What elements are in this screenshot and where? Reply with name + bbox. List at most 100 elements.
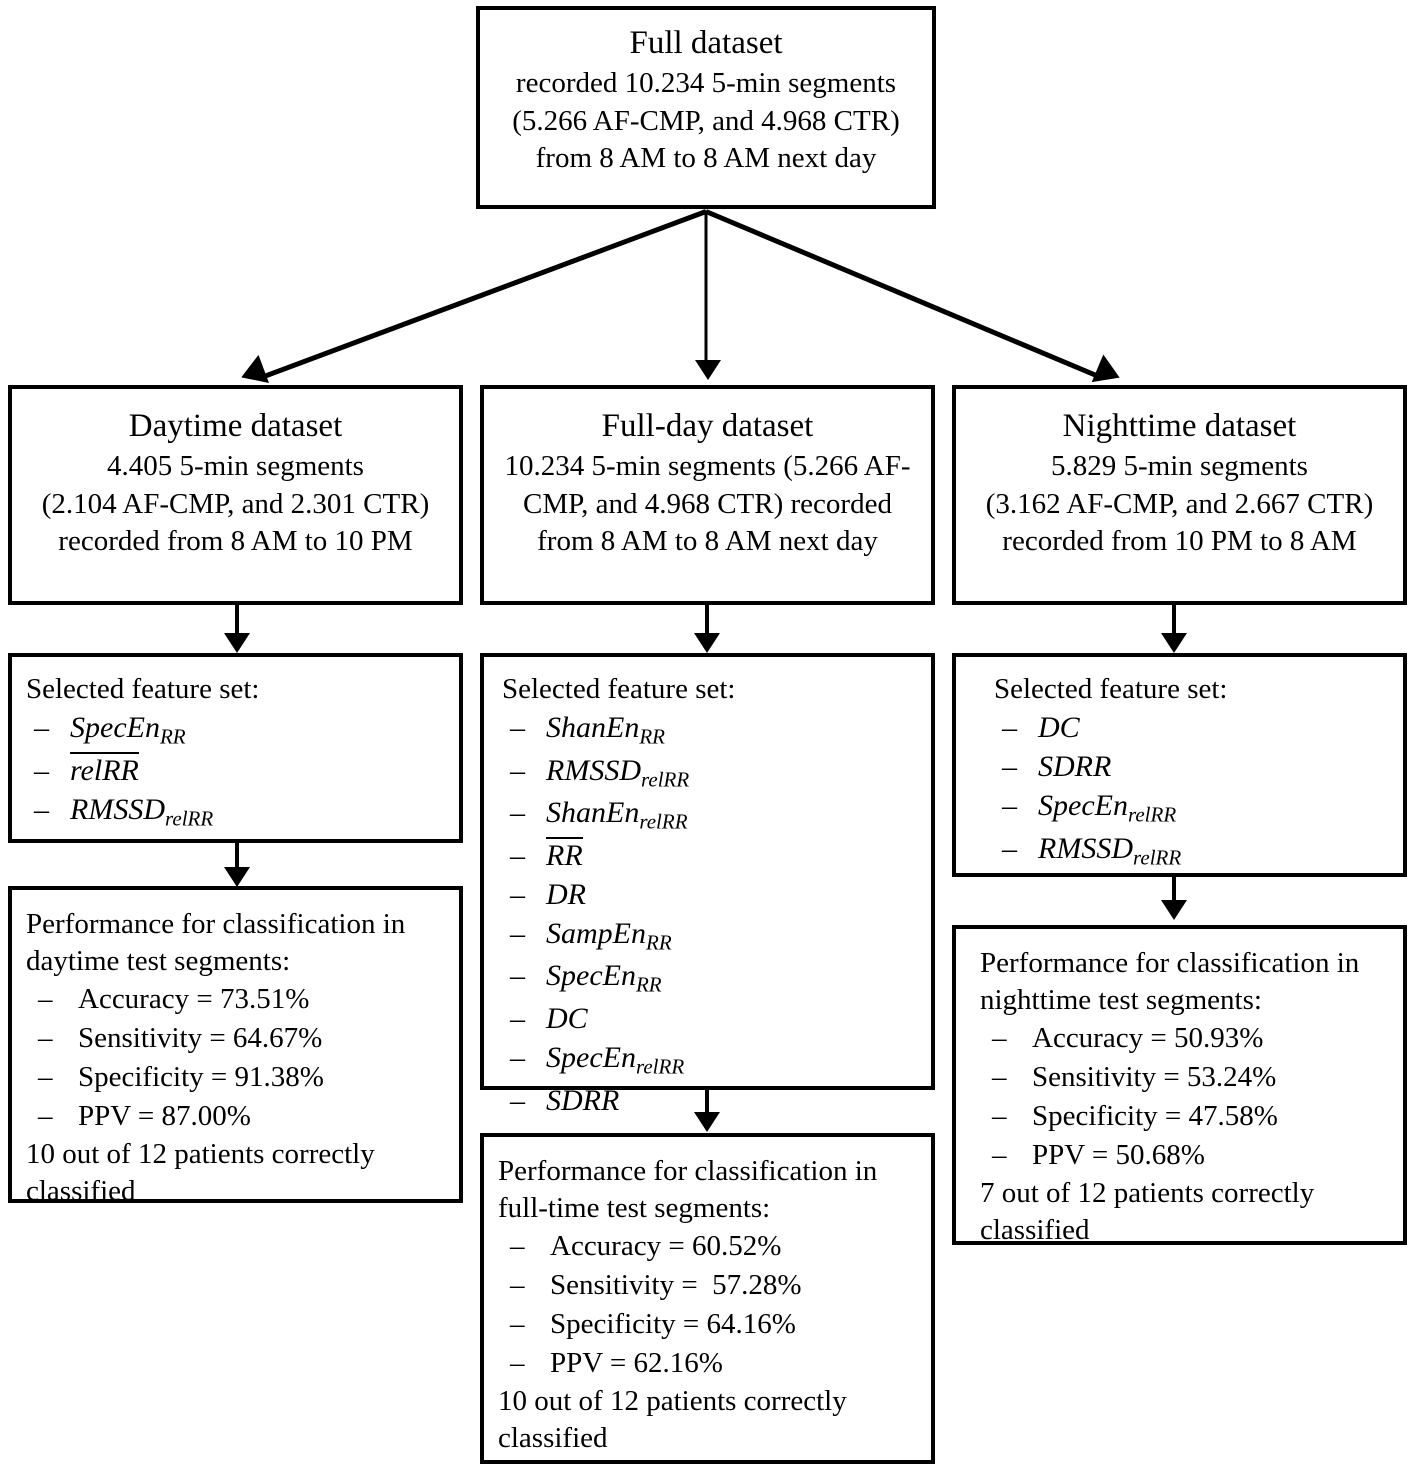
performance-metric-text: Specificity = 64.16%: [550, 1307, 796, 1340]
node-line: from 8 AM to 8 AM next day: [537, 525, 878, 558]
arrow-root-to-nighttime-line: [705, 209, 1100, 379]
feature-item: –SpecEnRR: [502, 956, 921, 999]
arrow-root-to-fullday-line: [704, 210, 708, 366]
arrow-root-to-fullday-head: [695, 360, 721, 380]
arrow-root-to-daytime-line: [262, 209, 707, 380]
feature-subscript: relRR: [635, 1054, 685, 1079]
feature-list: –DC–SDRR–SpecEnrelRR–RMSSDrelRR: [994, 708, 1393, 871]
node-daytime-performance: Performance for classification in daytim…: [8, 886, 463, 1207]
arrow-line-nighttime-performance: [1172, 877, 1176, 904]
feature-list: –SpecEnRR–relRR–RMSSDrelRR: [26, 708, 449, 832]
feature-name: RMSSDrelRR: [70, 792, 214, 830]
feature-item: –DC: [994, 708, 1393, 747]
node-line: recorded 10.234 5-min segments: [515, 66, 897, 99]
node-line: from 8 AM to 8 AM next day: [535, 142, 877, 175]
feature-name: SpecEnrelRR: [546, 1041, 685, 1079]
feature-name: RMSSDrelRR: [546, 753, 690, 791]
feature-item: –RR: [502, 836, 921, 875]
bullet-dash: –: [38, 1022, 53, 1055]
bullet-dash: –: [510, 1346, 525, 1379]
feature-item: –relRR: [26, 751, 449, 790]
node-fullday-features: Selected feature set: –ShanEnRR–RMSSDrel…: [480, 653, 935, 1117]
feature-subscript: relRR: [639, 809, 688, 834]
node-line: CMP, and 4.968 CTR) recorded: [523, 487, 892, 520]
performance-metric-list: –Accuracy = 60.52%–Sensitivity = 57.28%–…: [498, 1227, 921, 1382]
node-full-dataset: Full dataset recorded 10.234 5-min segme…: [476, 6, 936, 209]
bullet-dash: –: [1002, 789, 1017, 823]
feature-name: DC: [1038, 711, 1080, 745]
performance-metric: –Sensitivity = 53.24%: [980, 1058, 1393, 1097]
bullet-dash: –: [510, 711, 525, 745]
performance-metric-text: Specificity = 47.58%: [1032, 1099, 1278, 1132]
performance-metric-list: –Accuracy = 50.93%–Sensitivity = 53.24%–…: [980, 1019, 1393, 1174]
feature-name: RR: [546, 836, 583, 872]
feature-subscript: relRR: [164, 806, 214, 830]
features-header: Selected feature set:: [26, 673, 260, 705]
arrow-head-nighttime-features: [1161, 633, 1187, 653]
feature-name: SpecEnRR: [546, 959, 662, 997]
performance-footer: 10 out of 12 patients correctly classifi…: [498, 1384, 847, 1455]
bullet-dash: –: [510, 1002, 525, 1036]
feature-subscript: RR: [639, 724, 665, 749]
performance-metric-text: PPV = 50.68%: [1032, 1138, 1205, 1171]
performance-metric-text: PPV = 62.16%: [550, 1346, 723, 1379]
node-line: recorded from 10 PM to 8 AM: [1002, 525, 1357, 558]
bullet-dash: –: [1002, 711, 1017, 745]
node-daytime-dataset: Daytime dataset 4.405 5-min segments (2.…: [8, 385, 463, 605]
performance-metric: –PPV = 87.00%: [26, 1097, 449, 1136]
performance-metric-text: Sensitivity = 57.28%: [550, 1269, 802, 1302]
performance-footer: 10 out of 12 patients correctly classifi…: [26, 1137, 375, 1208]
performance-metric: –Accuracy = 60.52%: [498, 1227, 921, 1266]
node-nighttime-dataset: Nighttime dataset 5.829 5-min segments (…: [952, 385, 1407, 605]
feature-item: –RMSSDrelRR: [502, 751, 921, 794]
node-line: (2.104 AF-CMP, and 2.301 CTR): [41, 487, 430, 520]
node-title: Daytime dataset: [128, 408, 343, 444]
performance-metric: –Specificity = 64.16%: [498, 1305, 921, 1344]
feature-subscript: relRR: [1132, 845, 1182, 869]
performance-metric: –Sensitivity = 64.67%: [26, 1019, 449, 1058]
feature-name: SampEnRR: [546, 916, 672, 955]
features-header: Selected feature set:: [994, 673, 1228, 705]
arrow-head-daytime-features: [224, 633, 250, 653]
performance-metric: –PPV = 50.68%: [980, 1136, 1393, 1175]
performance-metric-text: Accuracy = 50.93%: [1032, 1022, 1264, 1055]
feature-name: relRR: [70, 751, 139, 787]
bullet-dash: –: [510, 959, 525, 993]
feature-name: SpecEnRR: [70, 711, 186, 749]
node-line: 4.405 5-min segments: [107, 449, 364, 482]
bullet-dash: –: [38, 1099, 53, 1132]
performance-metric: –Specificity = 91.38%: [26, 1058, 449, 1097]
node-fullday-performance: Performance for classification in full-t…: [480, 1133, 935, 1464]
node-line: recorded from 8 AM to 10 PM: [58, 525, 413, 558]
feature-item: –DR: [502, 875, 921, 914]
feature-name: DR: [546, 877, 586, 911]
feature-name: SDRR: [546, 1083, 620, 1117]
bullet-dash: –: [34, 711, 49, 745]
bullet-dash: –: [510, 1041, 525, 1075]
feature-subscript: RR: [646, 930, 672, 955]
node-title: Nighttime dataset: [1062, 408, 1297, 444]
performance-header-line2: daytime test segments:: [26, 945, 291, 978]
bullet-dash: –: [510, 1230, 525, 1263]
node-nighttime-performance: Performance for classification in nightt…: [952, 925, 1407, 1246]
bullet-dash: –: [510, 796, 525, 830]
node-daytime-features: Selected feature set: –SpecEnRR–relRR–RM…: [8, 653, 463, 843]
arrow-line-nighttime-features: [1172, 605, 1176, 637]
node-fullday-dataset: Full-day dataset 10.234 5-min segments (…: [480, 385, 935, 605]
node-title: Full dataset: [629, 25, 783, 61]
feature-name: DC: [546, 1002, 588, 1036]
performance-metric-text: PPV = 87.00%: [78, 1099, 251, 1132]
features-header: Selected feature set:: [502, 673, 736, 705]
bullet-dash: –: [1002, 750, 1017, 784]
bullet-dash: –: [510, 916, 525, 950]
performance-header-line1: Performance for classification in: [26, 908, 406, 940]
arrow-head-fullday-features: [694, 633, 720, 653]
arrow-line-fullday-performance: [705, 1090, 709, 1116]
feature-subscript: relRR: [1127, 802, 1177, 827]
feature-item: –DC: [502, 999, 921, 1038]
performance-header-line1: Performance for classification in: [498, 1155, 878, 1187]
feature-item: –SpecEnRR: [26, 708, 449, 751]
bullet-dash: –: [34, 792, 49, 826]
bullet-dash: –: [38, 983, 53, 1016]
